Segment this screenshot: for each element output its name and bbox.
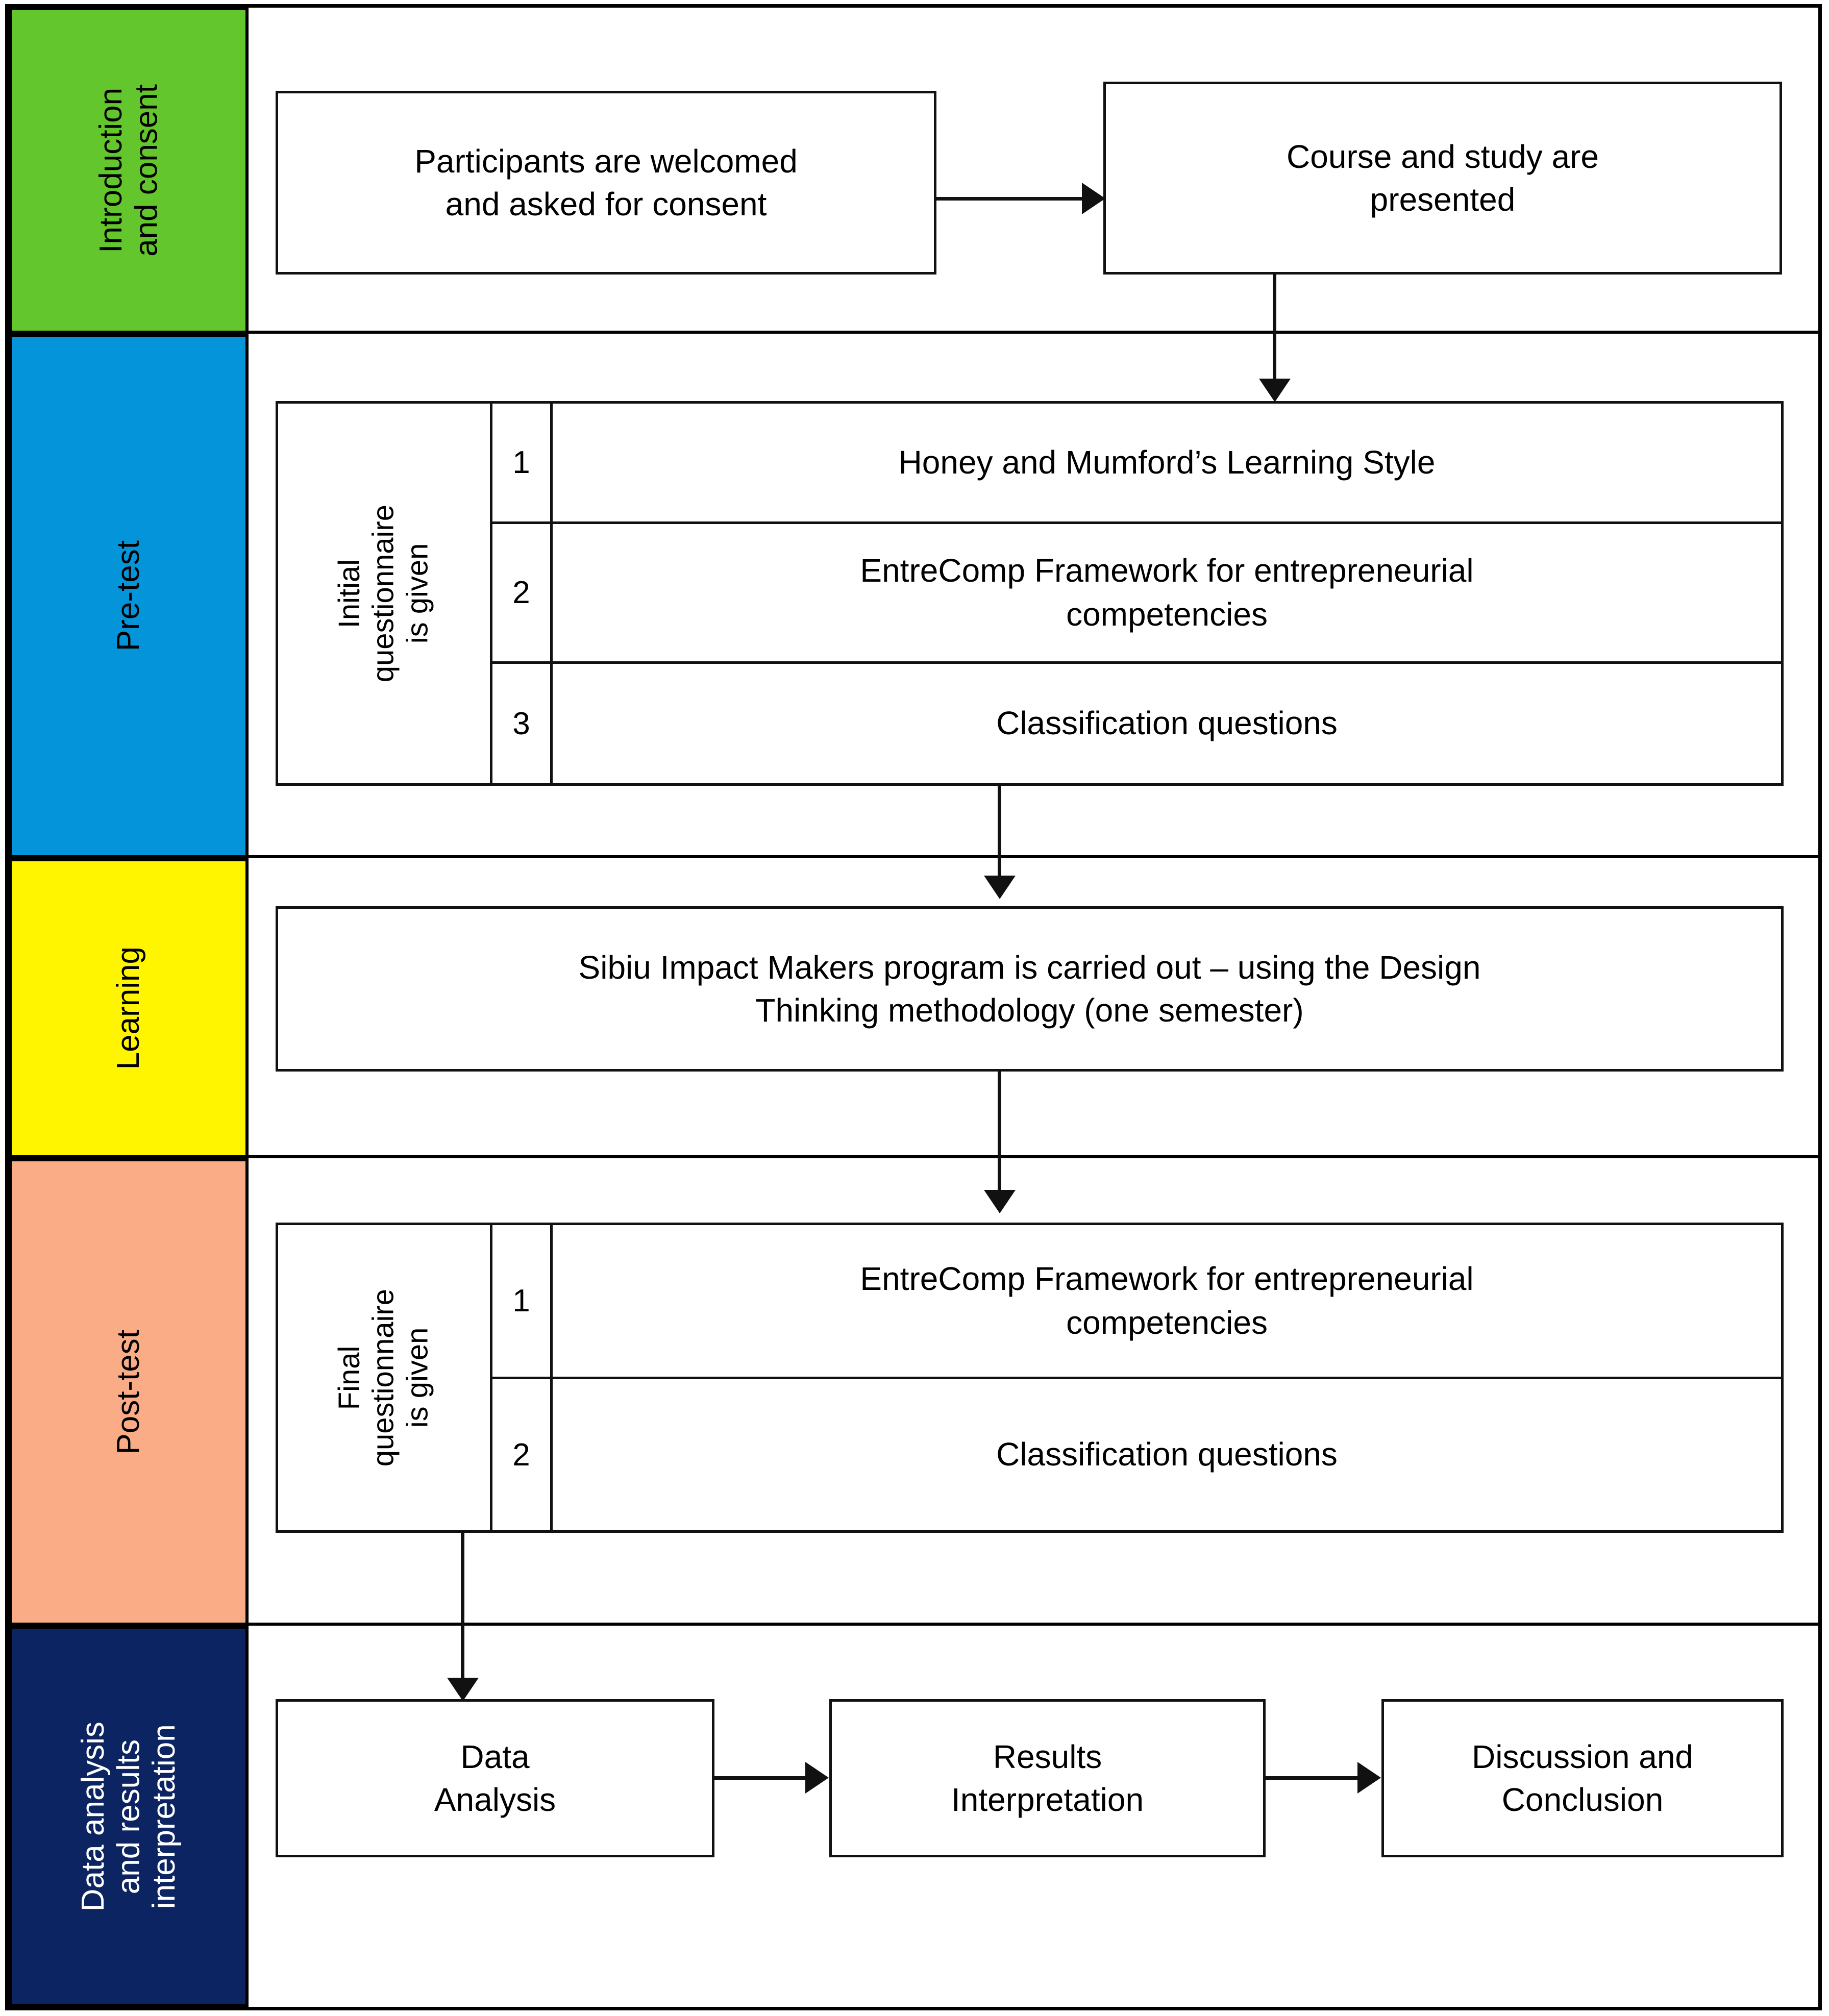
lane-separator-2 xyxy=(9,855,1818,858)
box-sibiu-impact-makers-program-text: Sibiu Impact Makers program is carried o… xyxy=(578,949,1481,1029)
connector-course-to-pretest xyxy=(1273,275,1276,388)
row-content-text: EntreComp Framework for entrepreneurial … xyxy=(860,1260,1474,1341)
row-content-text: Honey and Mumford’s Learning Style xyxy=(898,443,1436,481)
box-results-interpretation[interactable]: Results Interpretation xyxy=(829,1699,1266,1857)
lane-separator-4 xyxy=(9,1623,1818,1626)
table-final-questionnaire-label: Final questionnaire is given xyxy=(333,1288,434,1467)
band-learning-label: Learning xyxy=(111,947,146,1070)
row-content: Classification questions xyxy=(553,1379,1781,1530)
table-final-questionnaire-rows: 1 EntreComp Framework for entrepreneuria… xyxy=(492,1225,1781,1530)
band-pretest-label: Pre-test xyxy=(111,540,146,652)
row-number: 1 xyxy=(492,1225,553,1377)
table-final-questionnaire: Final questionnaire is given 1 EntreComp… xyxy=(276,1223,1784,1533)
band-introduction: Introduction and consent xyxy=(9,7,249,334)
connector-results-to-discussion xyxy=(1266,1776,1360,1780)
table-row: 3 Classification questions xyxy=(492,664,1781,783)
table-row: 2 Classification questions xyxy=(492,1379,1781,1530)
connector-course-to-pretest-arrowhead xyxy=(1259,379,1291,402)
connector-pretest-to-learning xyxy=(998,786,1001,884)
table-final-questionnaire-label-cell: Final questionnaire is given xyxy=(278,1225,492,1530)
band-posttest-label: Post-test xyxy=(111,1329,146,1455)
row-content: EntreComp Framework for entrepreneurial … xyxy=(553,1225,1781,1377)
table-initial-questionnaire-label-cell: Initial questionnaire is given xyxy=(278,404,492,783)
box-data-analysis-text: Data Analysis xyxy=(434,1738,556,1818)
box-discussion-and-conclusion[interactable]: Discussion and Conclusion xyxy=(1381,1699,1784,1857)
box-participants-welcomed-text: Participants are welcomed and asked for … xyxy=(414,142,798,222)
box-discussion-and-conclusion-text: Discussion and Conclusion xyxy=(1472,1738,1693,1818)
row-content: EntreComp Framework for entrepreneurial … xyxy=(553,524,1781,661)
band-pretest: Pre-test xyxy=(9,334,249,858)
box-sibiu-impact-makers-program[interactable]: Sibiu Impact Makers program is carried o… xyxy=(276,906,1784,1072)
connector-posttest-to-data-analysis-arrowhead xyxy=(447,1678,479,1701)
row-number: 1 xyxy=(492,404,553,521)
box-participants-welcomed[interactable]: Participants are welcomed and asked for … xyxy=(276,91,936,275)
row-number: 2 xyxy=(492,1379,553,1530)
row-content-text: Classification questions xyxy=(996,705,1338,742)
table-row: 1 EntreComp Framework for entrepreneuria… xyxy=(492,1225,1781,1379)
row-content: Honey and Mumford’s Learning Style xyxy=(553,404,1781,521)
table-initial-questionnaire-rows: 1 Honey and Mumford’s Learning Style 2 E… xyxy=(492,404,1781,783)
connector-learning-to-posttest-arrowhead xyxy=(984,1190,1016,1213)
connector-posttest-to-data-analysis xyxy=(461,1533,464,1686)
connector-data-to-results-arrowhead xyxy=(805,1762,829,1794)
table-row: 1 Honey and Mumford’s Learning Style xyxy=(492,404,1781,524)
band-learning: Learning xyxy=(9,858,249,1158)
connector-pretest-to-learning-arrowhead xyxy=(984,876,1016,899)
connector-results-to-discussion-arrowhead xyxy=(1357,1762,1381,1794)
table-initial-questionnaire-label: Initial questionnaire is given xyxy=(333,504,434,683)
table-initial-questionnaire: Initial questionnaire is given 1 Honey a… xyxy=(276,401,1784,786)
table-row: 2 EntreComp Framework for entrepreneuria… xyxy=(492,524,1781,664)
row-content: Classification questions xyxy=(553,664,1781,783)
connector-data-to-results xyxy=(714,1776,808,1780)
lane-separator-1 xyxy=(9,331,1818,334)
box-results-interpretation-text: Results Interpretation xyxy=(951,1738,1144,1818)
box-course-and-study-presented-text: Course and study are presented xyxy=(1287,138,1599,218)
band-introduction-label: Introduction and consent xyxy=(93,84,164,257)
row-content-text: Classification questions xyxy=(996,1436,1338,1473)
band-analysis: Data analysis and results interpretation xyxy=(9,1626,249,2007)
lane-separator-3 xyxy=(9,1155,1818,1158)
row-number: 2 xyxy=(492,524,553,661)
connector-welcome-to-course-arrowhead xyxy=(1082,183,1105,214)
connector-learning-to-posttest xyxy=(998,1072,1001,1198)
row-number: 3 xyxy=(492,664,553,783)
band-posttest: Post-test xyxy=(9,1158,249,1626)
connector-welcome-to-course xyxy=(936,197,1084,201)
diagram-outer-frame xyxy=(5,4,1822,2010)
band-column-separator xyxy=(245,7,249,2007)
band-analysis-label: Data analysis and results interpretation xyxy=(75,1721,182,1912)
box-course-and-study-presented[interactable]: Course and study are presented xyxy=(1103,82,1782,275)
row-content-text: EntreComp Framework for entrepreneurial … xyxy=(860,552,1474,633)
box-data-analysis[interactable]: Data Analysis xyxy=(276,1699,714,1857)
